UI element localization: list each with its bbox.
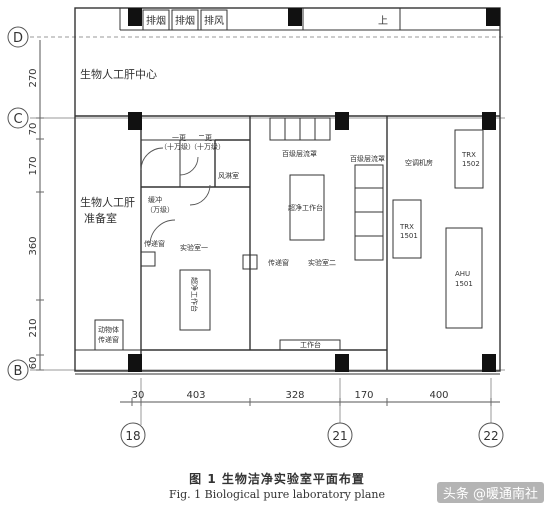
axis-label-c: C: [13, 112, 22, 127]
room-air-shower: 风淋室: [218, 171, 239, 180]
trx-1501-a: TRX: [399, 223, 414, 231]
room-pass-window-1: 传递窗: [144, 239, 165, 248]
dim-bottom-30: 30: [132, 390, 145, 401]
top-room-exhaust-1: 排烟: [146, 14, 166, 27]
dim-bottom-328: 328: [285, 390, 304, 401]
room-buffer-line1: 缓冲: [148, 195, 162, 204]
dim-left-360: 360: [28, 236, 39, 255]
dim-bottom-400: 400: [429, 390, 448, 401]
ahu-1501-a: AHU: [455, 270, 470, 278]
top-room-exhaust-2: 排烟: [175, 14, 195, 27]
room-buffer-line2: （万级）: [146, 205, 174, 214]
dim-left-170: 170: [28, 156, 39, 175]
dim-left-270: 270: [28, 68, 39, 87]
room-animal-line1: 动物体: [98, 325, 119, 334]
axis-label-b: B: [14, 364, 23, 379]
room-lab1: 实验室一: [180, 243, 208, 252]
room-workbench: 工作台: [300, 340, 321, 349]
axis-label-18: 18: [125, 429, 140, 443]
trx-1502-b: 1502: [462, 160, 480, 168]
top-room-up: 上: [378, 15, 388, 27]
dim-bottom-403: 403: [186, 390, 205, 401]
dim-left-210: 210: [28, 318, 39, 337]
top-room-exhaust-3: 排风: [204, 14, 224, 27]
room-pass-window-2: 传递窗: [268, 258, 289, 267]
room-liver-prep-line1: 生物人工肝: [80, 195, 135, 209]
watermark: 头条 @暖通南社: [436, 482, 544, 503]
axis-label-22: 22: [483, 429, 498, 443]
room-bench-2: 超净工作台: [288, 203, 323, 212]
caption-chinese: 图 1 生物洁净实验室平面布置: [189, 472, 365, 486]
dim-left-60: 60: [28, 357, 39, 370]
room-liver-center: 生物人工肝中心: [80, 67, 157, 81]
room-change2-line1: 二更: [198, 134, 212, 142]
ahu-1501-b: 1501: [455, 280, 473, 288]
trx-1502-a: TRX: [461, 151, 476, 159]
room-hood-1: 百级层流罩: [282, 149, 317, 158]
room-liver-prep-line2: 准备室: [84, 211, 117, 225]
room-animal-line2: 传递窗: [98, 335, 119, 344]
axis-label-d: D: [13, 31, 23, 46]
room-change1-line2: （十万级）: [160, 142, 195, 151]
dim-left-70: 70: [28, 123, 39, 136]
caption-english: Fig. 1 Biological pure laboratory plane: [168, 488, 385, 501]
trx-1501-b: 1501: [400, 232, 418, 240]
room-bench-1: 超净工作台: [190, 277, 199, 312]
dim-bottom-170: 170: [354, 390, 373, 401]
floor-plan: D C B 18 21 22 270 70 170 360 210 60 30 …: [7, 7, 505, 448]
room-hood-2: 百级层流罩: [350, 154, 385, 163]
axis-label-21: 21: [332, 429, 347, 443]
room-ahu: 空调机房: [405, 158, 433, 167]
room-change2-line2: （十万级）: [190, 142, 225, 151]
room-lab2: 实验室二: [308, 258, 336, 267]
room-change1-line1: 一更: [172, 134, 186, 142]
